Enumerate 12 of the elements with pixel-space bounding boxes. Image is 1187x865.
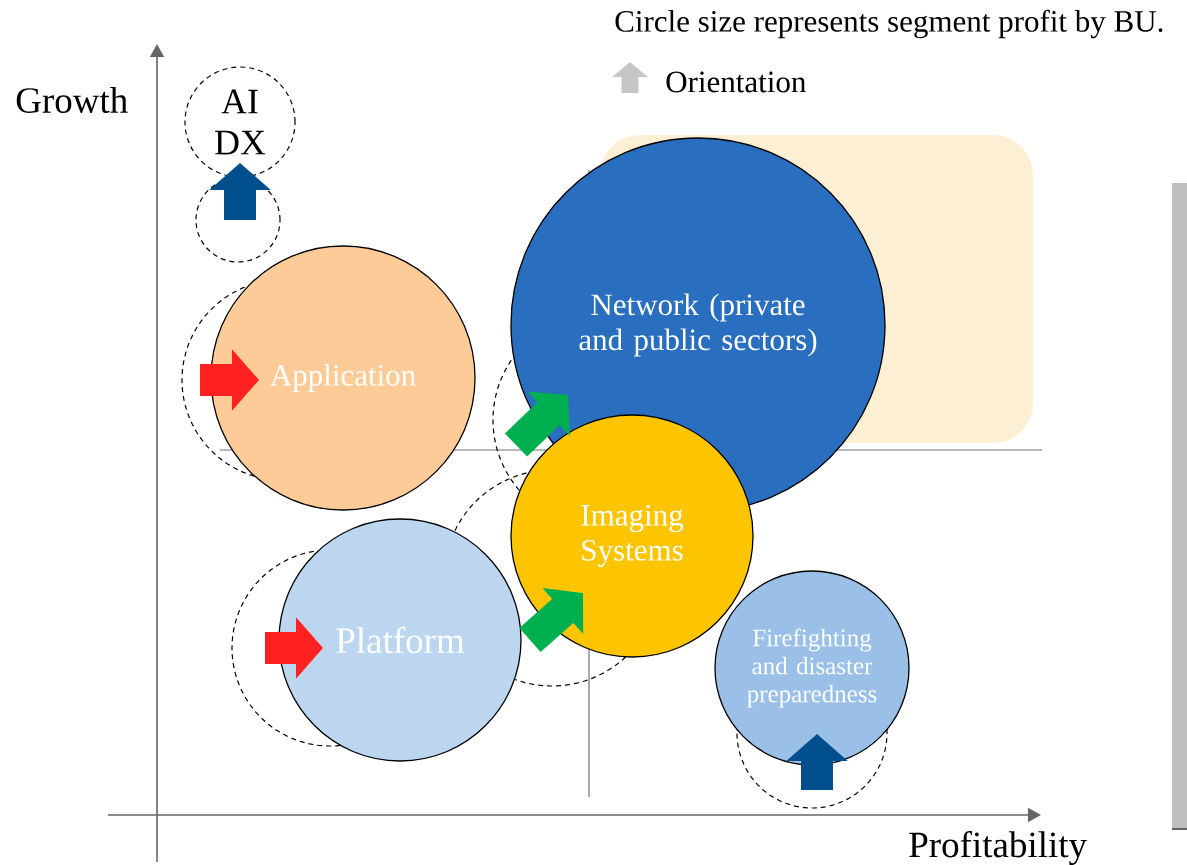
dashed-arc <box>736 728 888 809</box>
bubble: Platform <box>278 518 522 762</box>
axis-label: Growth <box>16 87 128 113</box>
bubble: Firefighting and disaster preparedness <box>714 570 910 766</box>
dashed-arc <box>181 284 255 477</box>
axis-label: Profitability <box>909 831 1087 865</box>
block-arrow <box>519 587 584 652</box>
axis-label: Circle size represents segment profit by BU. <box>615 9 1163 39</box>
legend-label: Orientation <box>666 71 806 93</box>
block-arrow <box>504 391 570 457</box>
bubble: Imaging Systems <box>510 414 754 658</box>
bubble: Application <box>210 245 476 511</box>
